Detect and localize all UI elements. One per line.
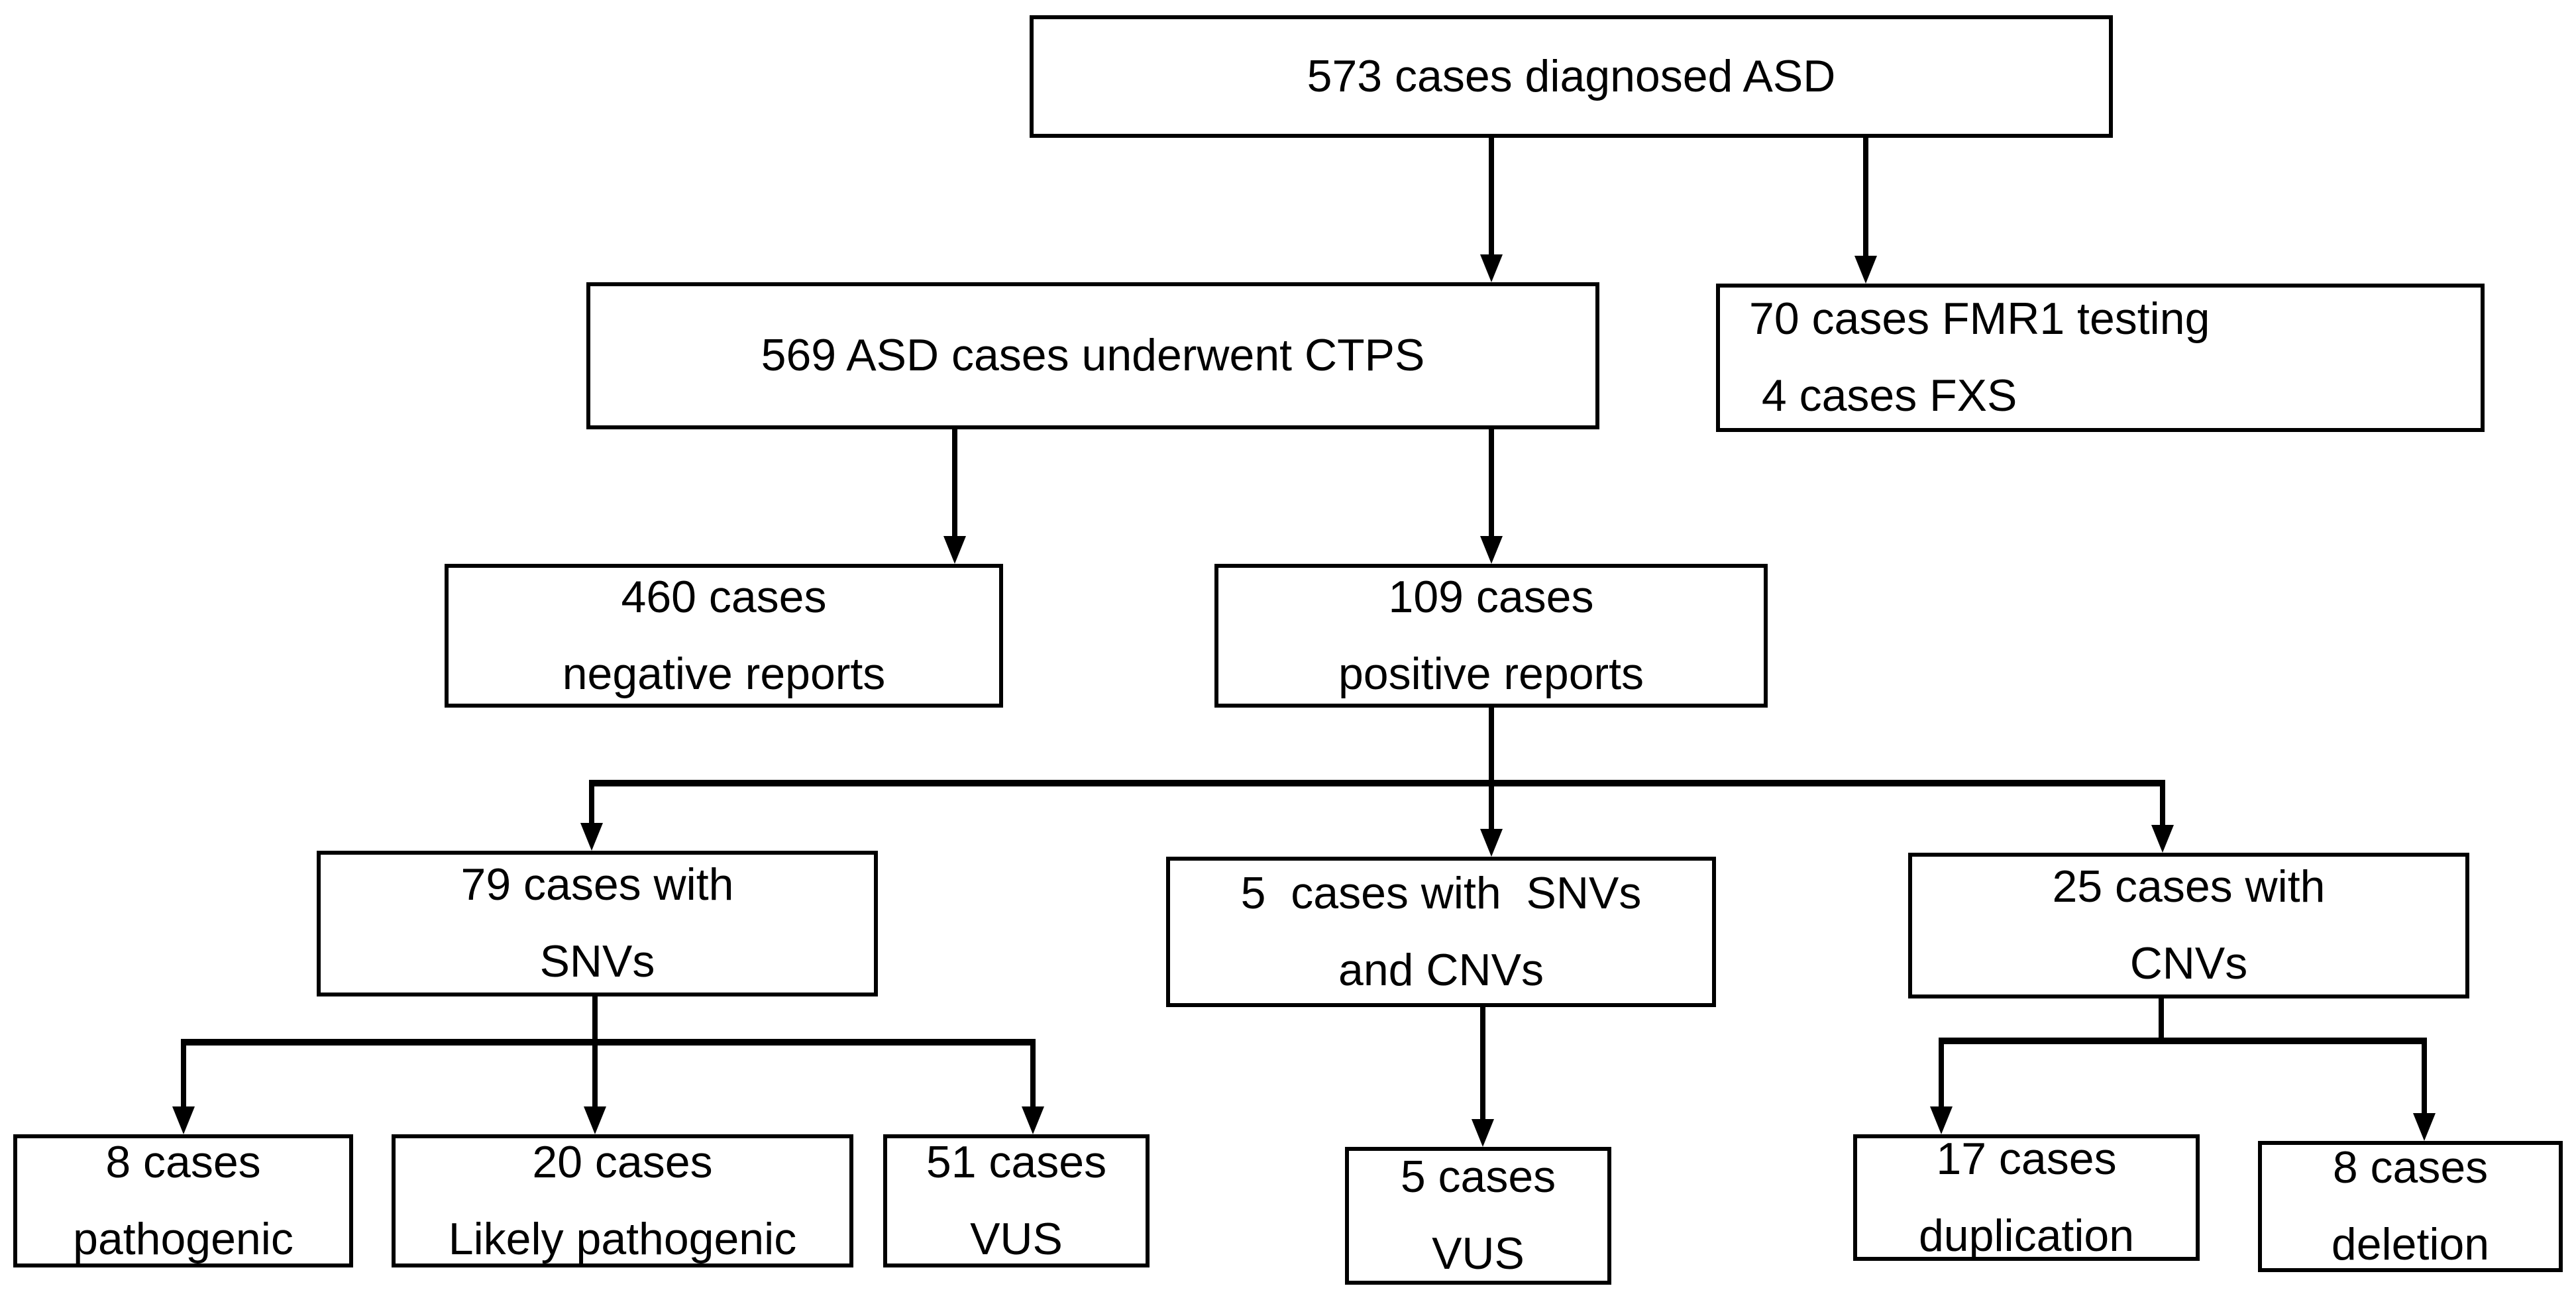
- arrow-25-to-duplication-head-icon: [1930, 1106, 1953, 1134]
- node-5-vus: 5 cases VUS: [1345, 1147, 1611, 1285]
- arrow-109-to-25-head-icon: [2151, 825, 2174, 853]
- arrow-79-to-51-vus-line: [1030, 1046, 1036, 1108]
- node-17-duplication: 17 cases duplication: [1853, 1134, 2200, 1261]
- arrow-79-to-51-vus-head-icon: [1022, 1106, 1044, 1134]
- arrow-109-to-25-line: [2160, 786, 2165, 826]
- arrow-79-to-likely-pathogenic-line: [592, 1046, 598, 1108]
- arrow-79-to-pathogenic-head-icon: [172, 1106, 195, 1134]
- node-8-deletion: 8 cases deletion: [2258, 1141, 2563, 1272]
- arrow-109-to-5-head-icon: [1480, 829, 1503, 857]
- arrow-573-to-569-head-icon: [1480, 254, 1503, 282]
- line-79-stem: [592, 996, 598, 1043]
- arrow-109-to-79-line: [589, 786, 594, 827]
- node-8-pathogenic: 8 cases pathogenic: [13, 1134, 353, 1267]
- arrow-569-to-109-line: [1489, 429, 1494, 540]
- line-79-branch-bar: [181, 1039, 1036, 1046]
- arrow-573-to-fmr1-line: [1863, 138, 1868, 260]
- arrow-25-to-deletion-head-icon: [2413, 1113, 2436, 1141]
- arrow-5-to-5-vus-head-icon: [1472, 1119, 1494, 1147]
- node-fmr1-testing: 70 cases FMR1 testing 4 cases FXS: [1716, 284, 2485, 432]
- node-79-snvs: 79 cases with SNVs: [317, 851, 878, 996]
- arrow-79-to-pathogenic-line: [181, 1046, 186, 1108]
- arrow-569-to-460-head-icon: [943, 536, 966, 564]
- arrow-25-to-deletion-line: [2422, 1044, 2427, 1114]
- arrow-573-to-fmr1-head-icon: [1854, 256, 1877, 284]
- line-25-branch-bar: [1939, 1038, 2427, 1044]
- node-109-positive-reports: 109 cases positive reports: [1214, 564, 1768, 708]
- arrow-25-to-duplication-line: [1939, 1044, 1944, 1108]
- node-51-vus: 51 cases VUS: [883, 1134, 1150, 1267]
- arrow-569-to-460-line: [952, 429, 957, 540]
- line-109-branch-bar: [589, 780, 2165, 786]
- node-25-cnvs: 25 cases with CNVs: [1908, 853, 2469, 998]
- arrow-79-to-likely-pathogenic-head-icon: [584, 1106, 606, 1134]
- arrow-573-to-569-line: [1489, 138, 1494, 258]
- arrow-569-to-109-head-icon: [1480, 536, 1503, 564]
- node-573-diagnosed-asd: 573 cases diagnosed ASD: [1030, 15, 2113, 138]
- arrow-5-to-5-vus-line: [1480, 1007, 1485, 1120]
- node-569-underwent-ctps: 569 ASD cases underwent CTPS: [586, 282, 1599, 429]
- line-25-stem: [2159, 998, 2164, 1039]
- line-109-stem: [1489, 708, 1494, 784]
- node-460-negative-reports: 460 cases negative reports: [445, 564, 1003, 708]
- arrow-109-to-5-line: [1489, 786, 1494, 830]
- arrow-109-to-79-head-icon: [580, 823, 603, 851]
- node-20-likely-pathogenic: 20 cases Likely pathogenic: [392, 1134, 853, 1267]
- node-5-snvs-and-cnvs: 5 cases with SNVs and CNVs: [1166, 857, 1716, 1007]
